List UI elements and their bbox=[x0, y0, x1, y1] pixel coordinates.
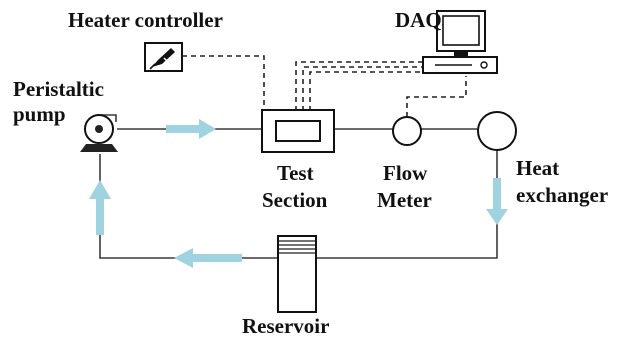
label-exchanger: exchanger bbox=[516, 183, 608, 207]
wire-flowmeter-daq bbox=[406, 76, 467, 117]
peristaltic-pump bbox=[80, 114, 118, 152]
daq-screen bbox=[442, 15, 480, 46]
pipe-reservoir-to-pump bbox=[99, 154, 278, 259]
test-section-window bbox=[275, 120, 321, 142]
pump-base bbox=[80, 144, 118, 152]
flow-meter bbox=[392, 116, 422, 146]
label-pump: pump bbox=[13, 102, 66, 126]
flow-arrow-left bbox=[174, 248, 242, 268]
label-flow: Flow bbox=[383, 161, 428, 185]
reservoir-tank bbox=[277, 235, 317, 313]
labels: Heater controller DAQ Peristaltic pump T… bbox=[13, 8, 608, 338]
flow-arrow-up bbox=[89, 180, 111, 235]
label-reservoir: Reservoir bbox=[242, 314, 329, 338]
flow-arrow-down bbox=[486, 178, 508, 225]
test-section bbox=[261, 109, 335, 153]
label-heater-controller: Heater controller bbox=[68, 8, 223, 32]
desktop-computer-icon bbox=[422, 10, 498, 74]
label-section: Section bbox=[262, 188, 328, 212]
label-test: Test bbox=[277, 161, 314, 185]
label-heat: Heat bbox=[516, 156, 559, 180]
flow-arrows bbox=[89, 119, 508, 268]
wire-daq-1 bbox=[295, 61, 456, 111]
pen-tool-icon bbox=[144, 42, 183, 72]
reservoir bbox=[277, 235, 317, 313]
label-daq: DAQ bbox=[395, 8, 442, 32]
heat-exchanger bbox=[477, 111, 517, 151]
pump-outlet bbox=[100, 114, 117, 122]
wire-daq-2 bbox=[302, 66, 456, 111]
wire-heater-controller bbox=[182, 55, 265, 111]
signal-wires bbox=[182, 55, 467, 117]
pump-rotor bbox=[95, 125, 103, 133]
label-meter: Meter bbox=[377, 188, 432, 212]
flow-arrow-right bbox=[166, 119, 216, 139]
label-peristaltic: Peristaltic bbox=[13, 77, 104, 101]
wire-daq-3 bbox=[309, 71, 456, 111]
